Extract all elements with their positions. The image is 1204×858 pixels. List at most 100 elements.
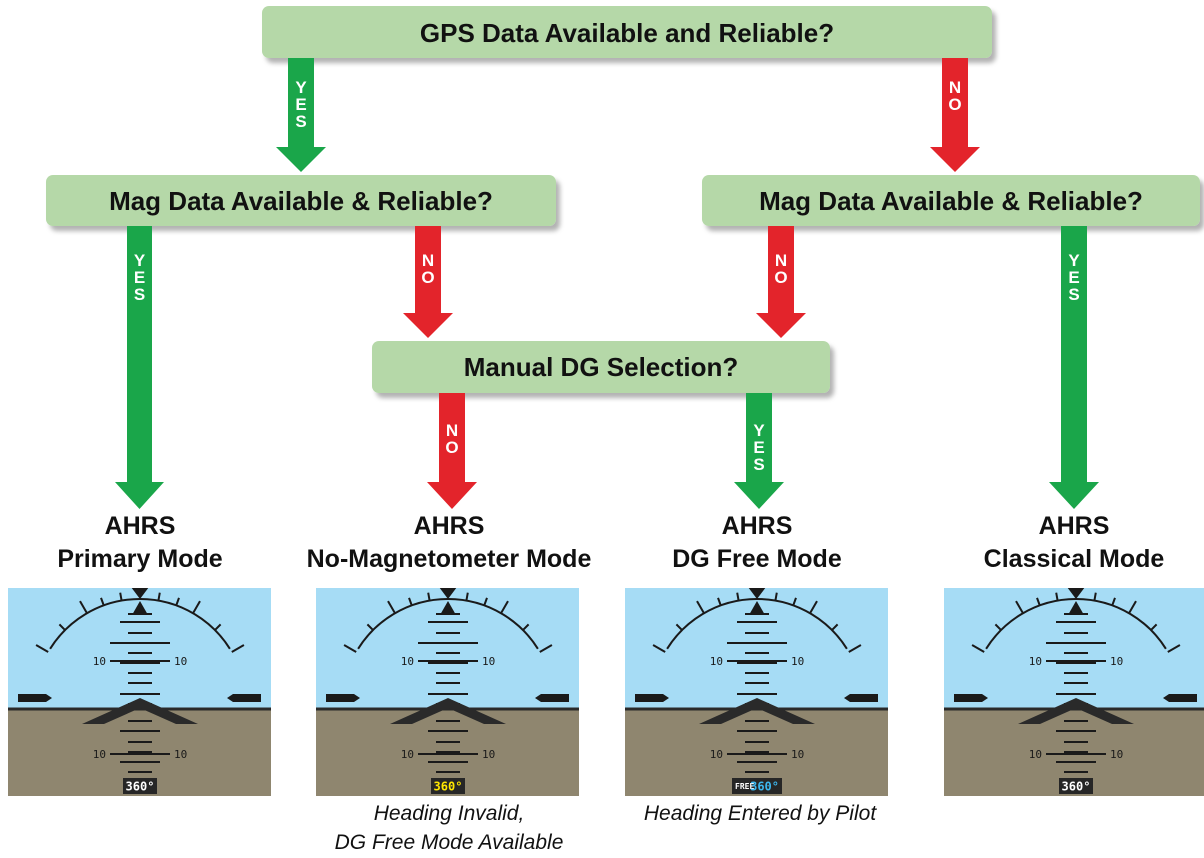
roll-tick xyxy=(1036,597,1041,606)
roll-tick xyxy=(1093,592,1097,601)
right-level-marker xyxy=(844,694,878,702)
pitch-label-right: 10 xyxy=(482,748,495,761)
mode-primary-line2: Primary Mode xyxy=(57,545,222,573)
roll-tick xyxy=(696,600,705,614)
pitch-label-right: 10 xyxy=(174,655,187,668)
roll-scale-arc xyxy=(666,598,848,650)
roll-tick xyxy=(848,644,862,653)
left-level-marker xyxy=(18,694,52,702)
roll-tick xyxy=(831,623,839,631)
heading-box xyxy=(123,778,157,794)
roll-tick xyxy=(157,592,161,601)
mode-nomag-line2: No-Magnetometer Mode xyxy=(307,545,592,573)
aircraft-symbol xyxy=(1018,698,1134,724)
mode-classical-line1: AHRS xyxy=(1039,512,1110,540)
roll-index-triangle xyxy=(1067,588,1085,599)
decision-mag-left-label: Mag Data Available & Reliable? xyxy=(109,186,493,216)
roll-tick xyxy=(774,592,778,601)
roll-tick xyxy=(58,623,66,631)
pitch-label-left: 10 xyxy=(93,748,106,761)
pitch-label-right: 10 xyxy=(1110,748,1123,761)
roll-index-triangle xyxy=(748,588,766,599)
roll-tick xyxy=(1055,592,1059,601)
roll-tick xyxy=(675,623,683,631)
roll-tick xyxy=(522,623,530,631)
mode-nomag-line1: AHRS xyxy=(414,512,485,540)
roll-tick xyxy=(408,597,413,606)
roll-tick xyxy=(100,597,105,606)
pitch-label-left: 10 xyxy=(710,655,723,668)
decision-mag-right: Mag Data Available & Reliable? xyxy=(702,175,1200,226)
roll-tick xyxy=(792,597,797,606)
roll-tick xyxy=(1167,644,1181,653)
roll-tick xyxy=(971,644,985,653)
decision-gps: GPS Data Available and Reliable? xyxy=(262,6,992,58)
mode-title-dg-free: AHRS DG Free Mode xyxy=(672,512,842,573)
right-level-marker xyxy=(1163,694,1197,702)
roll-tick xyxy=(652,644,666,653)
attitude-indicator-classical: 10 10 10 10 360° xyxy=(944,588,1204,796)
roll-tick xyxy=(119,592,123,601)
pitch-label-left: 10 xyxy=(401,655,414,668)
roll-scale-arc xyxy=(985,598,1167,650)
mode-title-classical: AHRS Classical Mode xyxy=(984,512,1165,573)
roll-pointer xyxy=(749,601,765,615)
aircraft-symbol xyxy=(82,698,198,724)
decision-mag-right-label: Mag Data Available & Reliable? xyxy=(759,186,1143,216)
heading-free-flag: FREE xyxy=(735,782,754,791)
heading-readout: 360° xyxy=(434,780,463,794)
mode-classical-line2: Classical Mode xyxy=(984,545,1165,573)
roll-tick xyxy=(1111,597,1116,606)
roll-tick xyxy=(366,623,374,631)
roll-tick xyxy=(1150,623,1158,631)
aircraft-symbol xyxy=(390,698,506,724)
roll-pointer xyxy=(440,601,456,615)
roll-scale-arc xyxy=(357,598,539,650)
roll-tick xyxy=(79,600,88,614)
mode-dgfree-line1: AHRS xyxy=(722,512,793,540)
pitch-label-left: 10 xyxy=(401,748,414,761)
roll-tick xyxy=(1015,600,1024,614)
pitch-label-right: 10 xyxy=(1110,655,1123,668)
roll-tick xyxy=(500,600,509,614)
left-level-marker xyxy=(326,694,360,702)
roll-tick xyxy=(343,644,357,653)
left-level-marker xyxy=(635,694,669,702)
pitch-label-left: 10 xyxy=(1029,655,1042,668)
roll-tick xyxy=(809,600,818,614)
pitch-label-left: 10 xyxy=(93,655,106,668)
left-level-marker xyxy=(954,694,988,702)
heading-box xyxy=(732,778,782,794)
mode-dgfree-line2: DG Free Mode xyxy=(672,545,842,573)
roll-tick xyxy=(427,592,431,601)
pitch-label-left: 10 xyxy=(710,748,723,761)
heading-readout: 360° xyxy=(1062,780,1091,794)
right-level-marker xyxy=(535,694,569,702)
roll-tick xyxy=(1128,600,1137,614)
caption-dg-free: Heading Entered by Pilot xyxy=(644,802,877,825)
decision-gps-label: GPS Data Available and Reliable? xyxy=(420,18,834,48)
heading-box xyxy=(1059,778,1093,794)
roll-tick xyxy=(192,600,201,614)
mode-title-no-mag: AHRS No-Magnetometer Mode xyxy=(307,512,592,573)
pitch-label-left: 10 xyxy=(1029,748,1042,761)
